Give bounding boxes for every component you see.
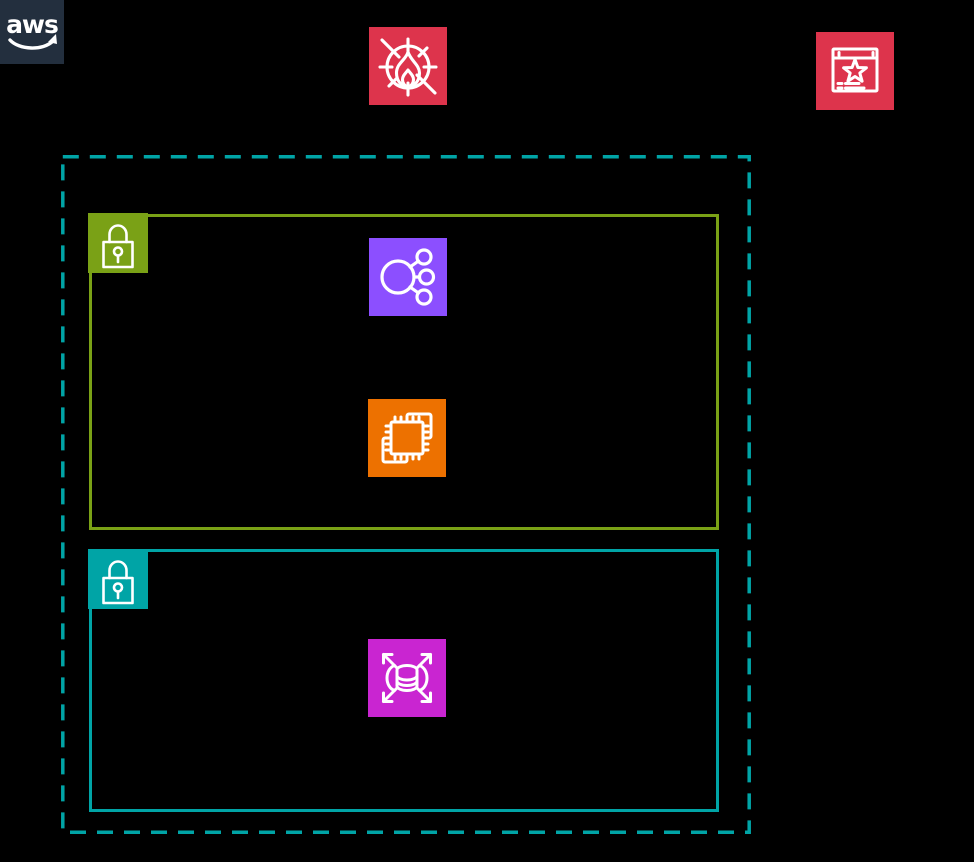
private-subnet-lock-icon [88,549,148,609]
private-subnet [89,549,719,812]
waf-web-acl-icon [816,32,894,110]
aws-smile-swoosh [8,38,55,50]
aws-logo-text: aws [6,10,58,39]
vpc-dashed-border [61,155,751,834]
elastic-load-balancing-icon [369,238,447,316]
public-subnet-lock-icon [88,213,148,273]
aws-smile-arrow [48,34,57,44]
firewall-manager-icon [369,27,447,105]
vpc-boundary [61,155,751,834]
star-glyph [842,58,868,83]
database-cylinder-glyph [395,664,419,692]
ec2-icon [368,399,446,477]
scalable-database-icon [368,639,446,717]
public-subnet [89,214,719,530]
aws-logo: aws [0,0,64,64]
